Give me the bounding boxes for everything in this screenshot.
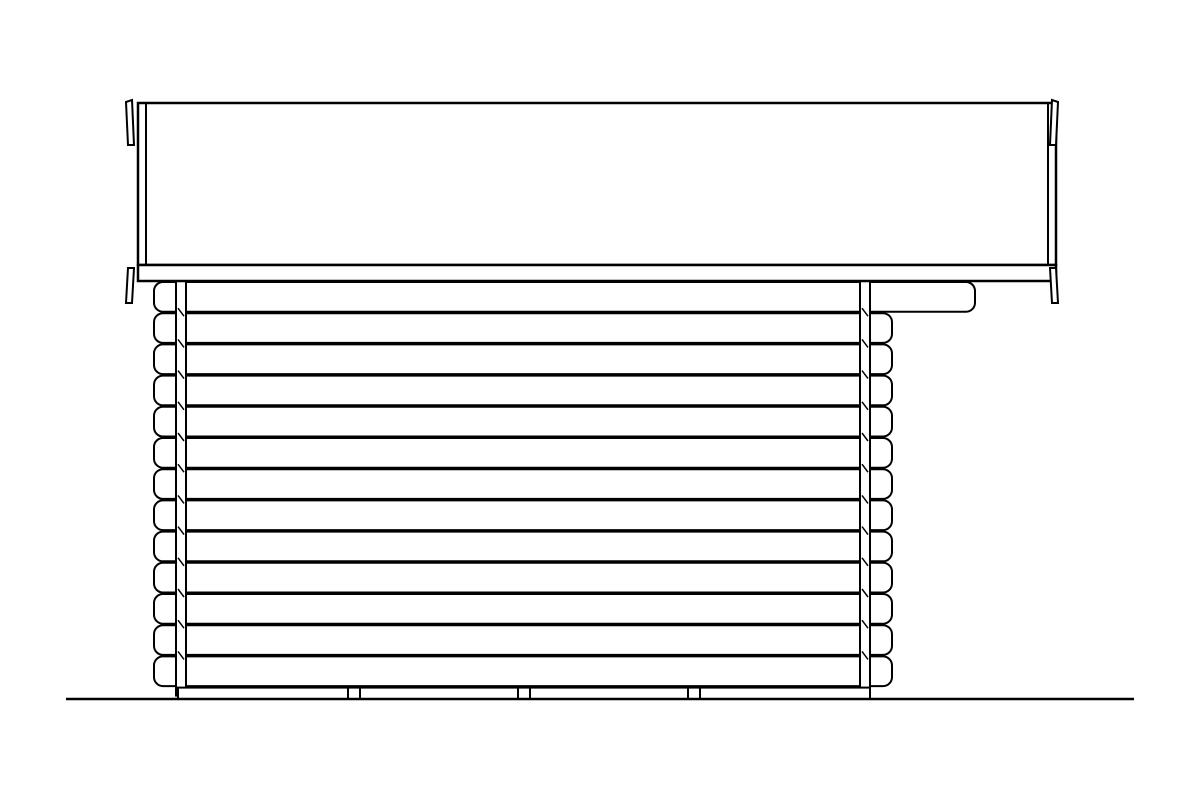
log-course bbox=[153, 499, 893, 532]
corner-post-notch bbox=[177, 588, 185, 598]
corner-post-notch bbox=[861, 338, 869, 348]
roof-bracket-bottom bbox=[124, 267, 136, 304]
roof-bracket-top bbox=[1048, 98, 1060, 146]
corner-post-notch bbox=[861, 401, 869, 411]
foundation-sleeper bbox=[347, 686, 361, 700]
corner-post-notch bbox=[177, 650, 185, 660]
log-wall bbox=[153, 280, 976, 688]
corner-post-notch bbox=[861, 619, 869, 629]
corner-post-notch bbox=[861, 432, 869, 442]
roof-fascia bbox=[136, 101, 1058, 267]
roof-bracket-top bbox=[124, 98, 136, 146]
corner-post-body bbox=[175, 277, 187, 697]
log-course bbox=[153, 405, 893, 438]
corner-post-notch bbox=[177, 494, 185, 504]
corner-post-notch bbox=[861, 557, 869, 567]
corner-post-notch bbox=[177, 370, 185, 380]
roof-end-bracket bbox=[124, 98, 136, 304]
roof-bracket-bottom bbox=[1048, 267, 1060, 304]
corner-post bbox=[175, 277, 187, 697]
corner-post-notch bbox=[861, 650, 869, 660]
log-course bbox=[153, 561, 893, 594]
corner-post bbox=[859, 277, 871, 697]
corner-post-body bbox=[859, 277, 871, 697]
foundation-sleeper bbox=[517, 686, 531, 700]
log-course bbox=[153, 343, 893, 376]
corner-post-notch bbox=[177, 338, 185, 348]
log-course bbox=[153, 593, 893, 625]
corner-post-notch bbox=[861, 526, 869, 536]
corner-post-notch bbox=[177, 526, 185, 536]
log-course bbox=[153, 437, 893, 469]
roof-end-bracket bbox=[1048, 98, 1060, 304]
foundation-sleepers bbox=[177, 686, 871, 700]
log-course bbox=[153, 530, 893, 563]
corner-post-notch bbox=[177, 307, 185, 317]
log-course bbox=[153, 624, 893, 656]
log-course bbox=[153, 655, 893, 688]
corner-post-notch bbox=[177, 401, 185, 411]
corner-post-notch bbox=[177, 463, 185, 473]
log-course bbox=[153, 468, 893, 500]
corner-post-notch bbox=[861, 494, 869, 504]
corner-post-notch bbox=[177, 619, 185, 629]
corner-post-notch bbox=[861, 307, 869, 317]
log-course bbox=[153, 312, 893, 344]
roof-base-board bbox=[136, 263, 1058, 283]
log-course bbox=[153, 374, 893, 407]
log-course bbox=[153, 281, 976, 313]
roof bbox=[124, 98, 1060, 304]
corner-post-notch bbox=[861, 588, 869, 598]
corner-post-notch bbox=[861, 463, 869, 473]
foundation-sleeper bbox=[687, 686, 701, 700]
corner-post-notch bbox=[177, 432, 185, 442]
corner-post-notch bbox=[177, 557, 185, 567]
corner-post-notch bbox=[861, 370, 869, 380]
